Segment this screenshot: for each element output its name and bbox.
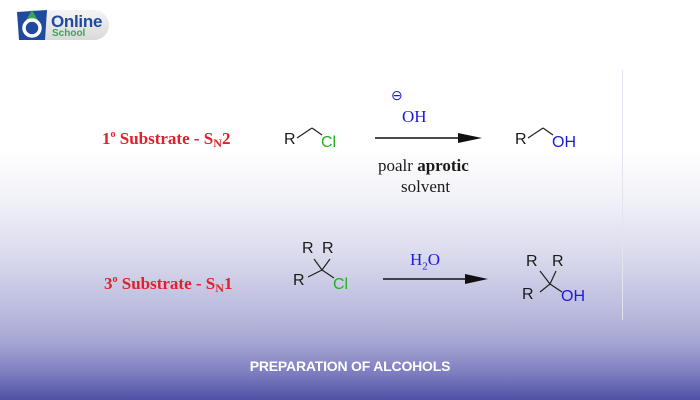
conditions-bold-text: aprotic <box>417 156 469 175</box>
reaction-1-product-oh: OH <box>552 134 576 151</box>
label-number: 3 <box>104 274 113 293</box>
label-degree: o <box>110 129 116 140</box>
label-subscript: N <box>215 281 224 295</box>
reaction-2-product-r3: R <box>522 286 534 303</box>
reaction-1-substrate-r: R <box>284 131 296 148</box>
reagent-h: H <box>410 250 423 269</box>
reaction-1-leaving-group: Cl <box>321 134 337 151</box>
footer-title: PREPARATION OF ALCOHOLS <box>249 358 451 374</box>
reaction-1-reagent: OH <box>402 107 427 126</box>
label-degree: o <box>112 274 118 285</box>
label-text: Substrate - S <box>115 129 214 148</box>
label-subscript: N <box>213 136 222 150</box>
divider-line <box>622 70 623 320</box>
logo-brand-name: Online <box>51 12 103 31</box>
reaction-2-label: 3o Substrate - SN1 <box>104 274 232 296</box>
reaction-2-substrate-r2: R <box>322 240 334 257</box>
reaction-1-reagent-charge: ⊖ <box>391 89 403 104</box>
reaction-1-label: 1o Substrate - SN2 <box>102 129 230 151</box>
reaction-1-conditions-line2: solvent <box>401 177 451 196</box>
reaction-2-product-r1: R <box>526 253 538 270</box>
label-order: 1 <box>223 274 233 293</box>
reagent-o: O <box>427 250 441 269</box>
logo-badge-icon <box>17 10 47 40</box>
logo-brand-sub: School <box>52 28 86 39</box>
reaction-2-substrate-r1: R <box>302 240 314 257</box>
label-order: 2 <box>221 129 231 148</box>
reaction-2-product-oh: OH <box>561 288 585 305</box>
reaction-2-product-r2: R <box>552 253 564 270</box>
label-number: 1 <box>102 129 111 148</box>
reaction-1-conditions-line1: poalr aprotic <box>378 156 469 176</box>
conditions-text: poalr <box>378 156 418 175</box>
reaction-2-leaving-group: Cl <box>333 276 349 293</box>
reaction-2-substrate-r3: R <box>293 272 305 289</box>
label-text: Substrate - S <box>117 274 216 293</box>
reagent-subscript: 2 <box>422 260 428 273</box>
online-school-logo: Online School <box>15 8 110 42</box>
reaction-1-product-r: R <box>515 131 527 148</box>
reaction-2-reagent: H2O <box>410 250 440 272</box>
